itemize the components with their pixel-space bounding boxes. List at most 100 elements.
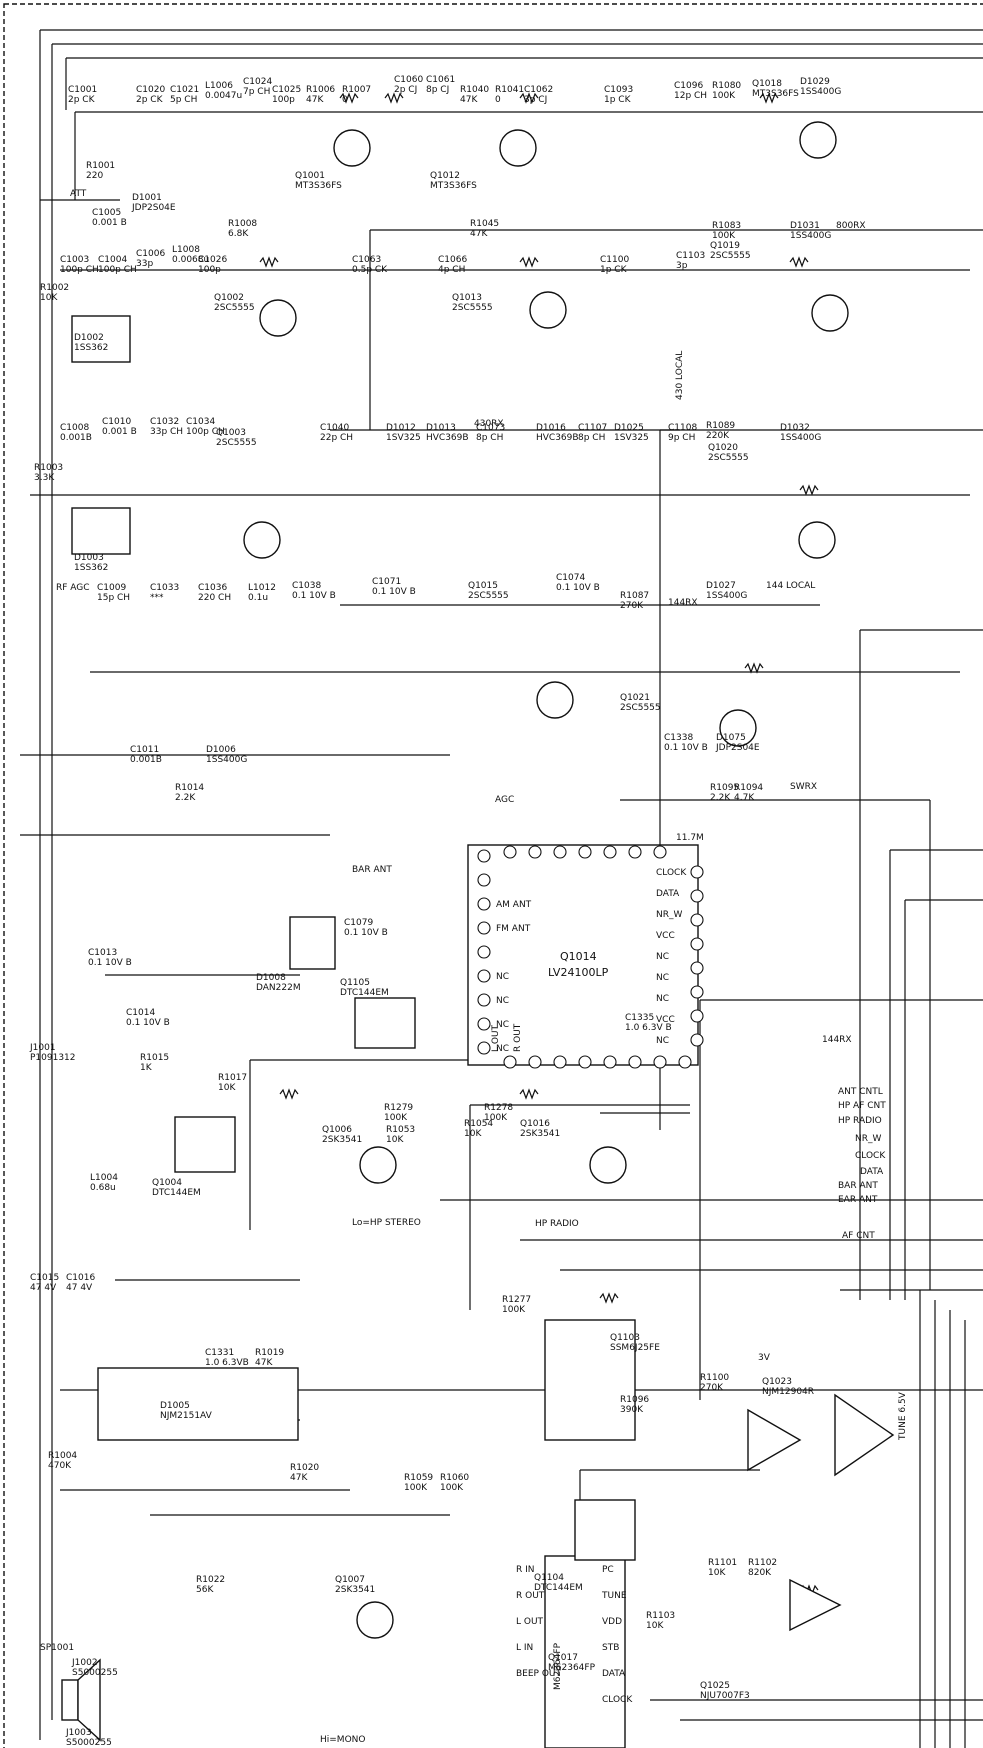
component-value-c1013: 0.1 10V B	[88, 958, 132, 968]
component-ref-q1023: Q1023	[762, 1377, 792, 1387]
component-ref-c1338: C1338	[664, 733, 693, 743]
component-value-q1105: DTC144EM	[340, 988, 389, 998]
net-label-rx-800: 800RX	[836, 221, 866, 231]
component-value-r1059: 100K	[404, 1483, 428, 1493]
component-ref-r1014: R1014	[175, 783, 204, 793]
component-ref-r1101: R1101	[708, 1558, 737, 1568]
component-value-j1001: P1091312	[30, 1053, 76, 1063]
component-value-q1025: NJU7007F3	[700, 1691, 750, 1701]
component-ref-r1083: R1083	[712, 221, 741, 231]
component-value-c1096: 12p CH	[674, 91, 707, 101]
q1103-body	[544, 1319, 636, 1441]
component-ref-c1020: C1020	[136, 85, 165, 95]
component-value-q1001: MT3S36FS	[295, 181, 342, 191]
component-ref-r1053: R1053	[386, 1125, 415, 1135]
component-value-d1016: HVC369B	[536, 433, 579, 443]
component-value-c1338: 0.1 10V B	[664, 743, 708, 753]
net-label-data: DATA	[860, 1167, 884, 1177]
component-ref-c1071: C1071	[372, 577, 401, 587]
component-ref-c1093: C1093	[604, 85, 633, 95]
component-ref-c1025: C1025	[272, 85, 301, 95]
d1003-body	[71, 507, 131, 555]
component-ref-d1006: D1006	[206, 745, 236, 755]
q1104-body	[574, 1499, 636, 1561]
component-ref-r1054: R1054	[464, 1119, 493, 1129]
q1105-body	[354, 997, 416, 1049]
component-ref-q1017: Q1017	[548, 1653, 578, 1663]
net-label-bar-ant: BAR ANT	[352, 865, 392, 875]
ic-q1017-pin-9: DATA	[602, 1669, 626, 1679]
net-label-hp-radio-lbl: HP RADIO	[535, 1219, 579, 1229]
ic-q1014-left-pin-0: AM ANT	[496, 900, 532, 910]
ic-q1014-right-pin-2: NR_W	[656, 910, 682, 920]
component-value-c1001: 2p CK	[68, 95, 96, 105]
component-value-r1094: 4.7K	[734, 793, 755, 803]
dashed-border	[3, 3, 983, 1748]
component-value-r1101: 10K	[708, 1568, 726, 1578]
component-value-r1017: 10K	[218, 1083, 236, 1093]
component-value-r1096: 390K	[620, 1405, 644, 1415]
ic-q1014-bottom-label-0: L OUT	[491, 1024, 501, 1052]
component-ref-q1007: Q1007	[335, 1575, 365, 1585]
ic-q1014-right-pin-4: NC	[656, 952, 669, 962]
component-ref-c1032: C1032	[150, 417, 179, 427]
ic-q1014-right-pin-6: NC	[656, 994, 669, 1004]
component-value-q1006: 2SK3541	[322, 1135, 362, 1145]
component-value-c1074: 0.1 10V B	[556, 583, 600, 593]
component-value-c1040: 22p CH	[320, 433, 353, 443]
component-ref-q1015: Q1015	[468, 581, 498, 591]
component-ref-r1019: R1019	[255, 1348, 284, 1358]
component-ref-r1089: R1089	[706, 421, 735, 431]
component-ref-c1001: C1001	[68, 85, 97, 95]
component-value-r1095: 2.2K	[710, 793, 731, 803]
component-value-d1031: 1SS400G	[790, 231, 831, 241]
component-value-c1021: 5p CH	[170, 95, 197, 105]
component-value-r1019: 47K	[255, 1358, 273, 1368]
component-value-q1017: M62364FP	[548, 1663, 596, 1673]
component-value-c1033: ***	[150, 593, 164, 603]
ic-q1014-right-pin-3: VCC	[656, 931, 675, 941]
d1008-body	[289, 916, 336, 970]
component-ref-r1279: R1279	[384, 1103, 413, 1113]
net-label-rf-agc: RF AGC	[56, 583, 90, 593]
ic-q1014-left-pin-4: NC	[496, 1020, 509, 1030]
component-value-d1008: DAN222M	[256, 983, 301, 993]
net-label-hp-af-cnt: HP AF CNT	[838, 1101, 886, 1111]
component-value-c1003: 100p CH	[60, 265, 99, 275]
component-ref-r1100: R1100	[700, 1373, 729, 1383]
component-value-c1071: 0.1 10V B	[372, 587, 416, 597]
component-ref-c1026: C1026	[198, 255, 227, 265]
component-ref-r1045: R1045	[470, 219, 499, 229]
component-ref-d1075: D1075	[716, 733, 746, 743]
component-value-c1026: 100p	[198, 265, 221, 275]
component-ref-r1103: R1103	[646, 1611, 675, 1621]
component-value-r1054: 10K	[464, 1129, 482, 1139]
component-ref-r1278: R1278	[484, 1103, 513, 1113]
component-value-q1002: 2SC5555	[214, 303, 255, 313]
component-ref-q1003: Q1003	[216, 428, 246, 438]
component-value-r1100: 270K	[700, 1383, 724, 1393]
component-value-d1012: 1SV325	[386, 433, 421, 443]
component-value-r1022: 56K	[196, 1585, 214, 1595]
component-ref-r1102: R1102	[748, 1558, 777, 1568]
component-ref-r1004: R1004	[48, 1451, 77, 1461]
component-value-c1015: 47 4V	[30, 1283, 57, 1293]
ic-q1017-body	[544, 1555, 626, 1748]
ic-q1014-right-pin-0: CLOCK	[656, 868, 687, 878]
component-ref-c1034: C1034	[186, 417, 215, 427]
component-value-c1079: 0.1 10V B	[344, 928, 388, 938]
component-value-r1040: 47K	[460, 95, 478, 105]
component-value-q1104: DTC144EM	[534, 1583, 583, 1593]
ic-q1017-pin-2: L OUT	[516, 1617, 544, 1627]
component-ref-c1108: C1108	[668, 423, 697, 433]
ic-q1014-left-pin-2: NC	[496, 972, 509, 982]
component-value-c1335: 1.0 6.3V B	[625, 1023, 672, 1033]
wiring	[20, 29, 983, 1748]
component-value-c1331: 1.0 6.3VB	[205, 1358, 249, 1368]
component-value-c1061: 8p CJ	[426, 85, 449, 95]
transistor-symbols	[243, 121, 849, 1639]
component-value-j1003: S5000255	[66, 1738, 112, 1748]
ic-q1014-right-pin-8: NC	[656, 1036, 669, 1046]
ic-q1014-right-pin-5: NC	[656, 973, 669, 983]
component-ref-c1014: C1014	[126, 1008, 155, 1018]
